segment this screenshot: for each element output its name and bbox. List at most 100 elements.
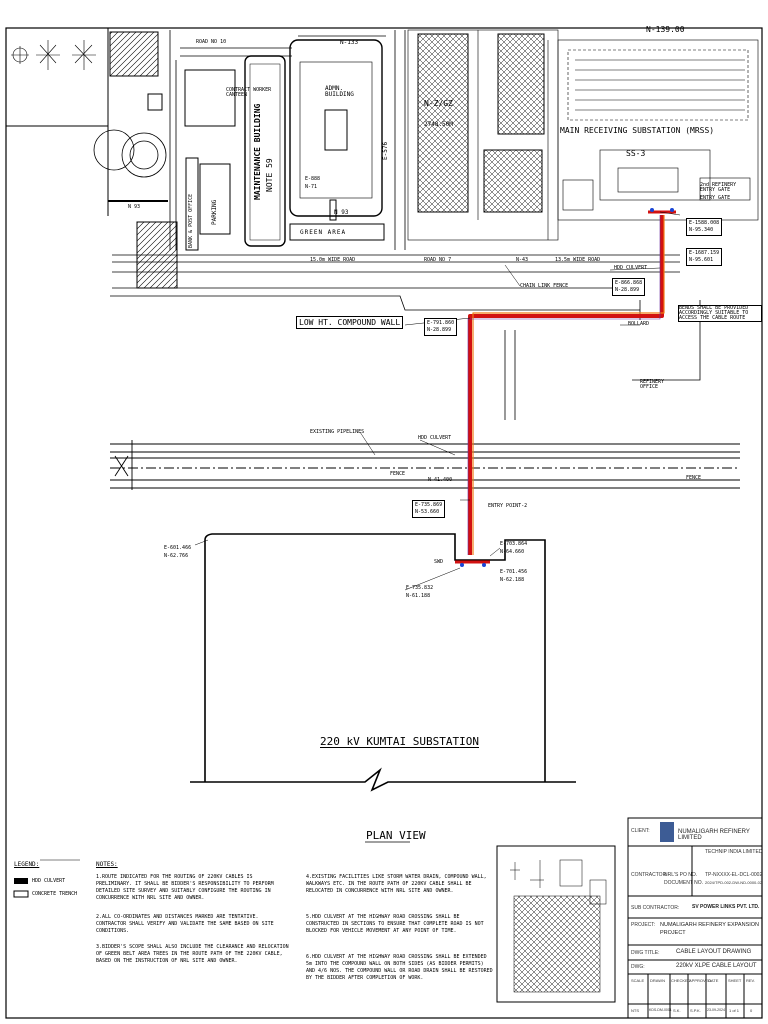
nzone-label: N-Z/GZ xyxy=(424,99,453,108)
mrss-no-label: SS-3 xyxy=(626,149,646,158)
footer-value-checked: S.K. xyxy=(673,1008,681,1013)
coord-2-n: N-95.340 xyxy=(689,227,714,233)
coord-5-n: N-53.660 xyxy=(415,509,440,515)
nrl-logo xyxy=(660,822,674,842)
coord-4-n: N-28.899 xyxy=(427,327,452,333)
coord-box-2: E-1588.008 N-95.340 xyxy=(686,218,723,236)
coord-8-n: N-62.188 xyxy=(500,577,525,583)
key-plan xyxy=(11,40,96,70)
contractor-label: CONTRACTOR: xyxy=(631,872,668,878)
kumtai-substation-outline xyxy=(190,533,576,792)
footer-header-sheet: SHEET xyxy=(728,978,742,983)
doc-no-label: DOCUMENT NO. xyxy=(664,880,704,886)
e888-label: E-888 xyxy=(305,176,321,182)
bends-note: BENDS SHALL BE PROVIDED ACCORDINGLY SUIT… xyxy=(678,305,762,322)
dwg-title-label: DWG TITLE: xyxy=(631,950,660,956)
footer-header-drawn: DRAWN xyxy=(650,978,665,983)
kumtai-label: 220 kV KUMTAI SUBSTATION xyxy=(320,735,479,748)
footer-header-scale: SCALE xyxy=(631,978,645,983)
legend-swatch-hdd xyxy=(14,878,28,884)
footer-value-rev: 0 xyxy=(750,1008,753,1013)
legend-item-hdd: HDD CULVERT xyxy=(32,878,66,884)
footer-value-date: 23-09-2024 xyxy=(707,1008,725,1012)
footer-header-checked: CHECKED xyxy=(671,978,691,983)
bollard-label: BOLLARD xyxy=(628,321,650,327)
coord-3-e: E-866.868 xyxy=(615,280,643,286)
footer-value-scale: NTS xyxy=(631,1008,639,1013)
coord-8: E-701.456 N-62.188 xyxy=(500,568,527,584)
note-6: 6.HDD CULVERT AT THE HIGHWAY ROAD CROSSI… xyxy=(306,954,493,981)
green-area-label: GREEN AREA xyxy=(300,229,347,236)
fence-label: FENCE xyxy=(390,471,406,477)
road-label-top: ROAD NO 10 xyxy=(196,39,227,45)
footer-value-sheet: 1 of 1 xyxy=(729,1008,740,1013)
legend-item-trench: CONCRETE TRENCH xyxy=(32,891,78,897)
location-inset-map xyxy=(510,859,607,993)
client-label: CLIENT: xyxy=(631,828,650,834)
footer-value-drawn: KDS-DM-0001 xyxy=(649,1008,672,1012)
low-wall-label: LOW HT. COMPOUND WALL xyxy=(296,316,404,329)
admin-building-label: ADMN. BUILDING xyxy=(325,85,354,98)
entry-gate-label: 2nd REFINERY ENTRY GATE xyxy=(700,182,737,193)
fence-label-2: FENCE xyxy=(686,475,702,481)
coord-7-e: E-703.864 xyxy=(500,541,528,547)
cable-route xyxy=(455,208,676,567)
coord-5-e: E-735.869 xyxy=(415,502,443,508)
guard-office-label: REFINERY OFFICE xyxy=(640,379,665,390)
coord-6-n: N-62.766 xyxy=(164,553,189,559)
chain-link-label: CHAIN LINK FENCE xyxy=(520,283,569,289)
note-2: 2.ALL CO-ORDINATES AND DISTANCES MARKED … xyxy=(96,914,274,934)
dwg-name: 220kV XLPE CABLE LAYOUT xyxy=(676,963,757,969)
coord-9: E-735.832 N-61.188 xyxy=(406,584,433,600)
nrl-po-label: NRL'S PO NO. xyxy=(664,872,698,878)
note-4: 4.EXISTING FACILITIES LIKE STORM WATER D… xyxy=(306,874,487,894)
mrss-label: MAIN RECEIVING SUBSTATION (MRSS) xyxy=(560,126,715,135)
coord-box-1: E-1687.159 N-95.601 xyxy=(686,248,723,266)
coord-6: E-601.466 N-62.766 xyxy=(164,544,191,560)
canteen-label: CONTRACT WORKER CANTEEN xyxy=(226,87,272,98)
title-block xyxy=(627,817,763,1019)
consultant-name: TECHNIP INDIA LIMITED xyxy=(705,849,763,855)
entry-gate-2-label: ENTRY GATE xyxy=(700,195,731,201)
swd-label: SWD xyxy=(434,559,444,565)
parking-label: PARKING xyxy=(211,199,218,225)
coord-6-e: E-601.466 xyxy=(164,545,192,551)
n93-label: N 93 xyxy=(334,209,349,216)
n71-label: N-71 xyxy=(305,184,318,190)
coord-7-n: N-64.660 xyxy=(500,549,525,555)
note-5: 5.HDD CULVERT AT THE HIGHWAY ROAD CROSSI… xyxy=(306,914,484,934)
project-name: NUMALIGARH REFINERY EXPANSION PROJECT xyxy=(660,922,760,936)
plan-view-label: PLAN VIEW xyxy=(366,829,426,842)
legend-heading: LEGEND: xyxy=(14,861,40,868)
footer-header-rev: REV. xyxy=(746,978,755,983)
footer-value-approved: S.P.K. xyxy=(690,1008,701,1013)
mrss-complex xyxy=(547,39,759,240)
note-1: 1.ROUTE INDICATED FOR THE ROUTING OF 220… xyxy=(96,874,274,901)
n133-label: N-133 xyxy=(340,39,359,46)
highway xyxy=(110,440,740,490)
n93-alt-label: N 93 xyxy=(128,204,141,210)
notes-heading: NOTES: xyxy=(96,861,118,868)
road-no7-label: ROAD NO 7 xyxy=(424,257,452,263)
n43-label: N-43 xyxy=(516,257,529,263)
coord-3-n: N-28.899 xyxy=(615,287,640,293)
dwg-title: CABLE LAYOUT DRAWING xyxy=(676,949,752,955)
coord-9-n: N-61.188 xyxy=(406,593,431,599)
bank-post-label: BANK & POST OFFICE xyxy=(188,193,194,248)
doc-no-2: 2024/TPD-002-DW-ND-0000-02 xyxy=(705,880,763,885)
note59-label: NOTE 59 xyxy=(265,158,274,192)
maintenance-building-label: MAINTENANCE BUILDING xyxy=(253,103,262,200)
n41-label: N-41.400 xyxy=(428,477,453,483)
coord-box-5: E-735.869 N-53.660 xyxy=(412,500,446,518)
north-label: N-139.00 xyxy=(646,25,685,34)
coord-4-e: E-791.860 xyxy=(427,320,455,326)
dwg-label: DWG: xyxy=(631,964,645,970)
footer-header-date: DATE xyxy=(708,978,719,983)
hdd-culvert-top-label: HDD CULVERT xyxy=(614,265,648,271)
hdd-culvert-mid-label: HDD CULVERT xyxy=(418,435,452,441)
coord-2-e: E-1588.008 xyxy=(689,220,720,226)
storage-tanks xyxy=(93,129,167,178)
nzone-area-label: 2748.50M xyxy=(424,121,453,128)
legend-swatch-trench xyxy=(13,890,29,898)
